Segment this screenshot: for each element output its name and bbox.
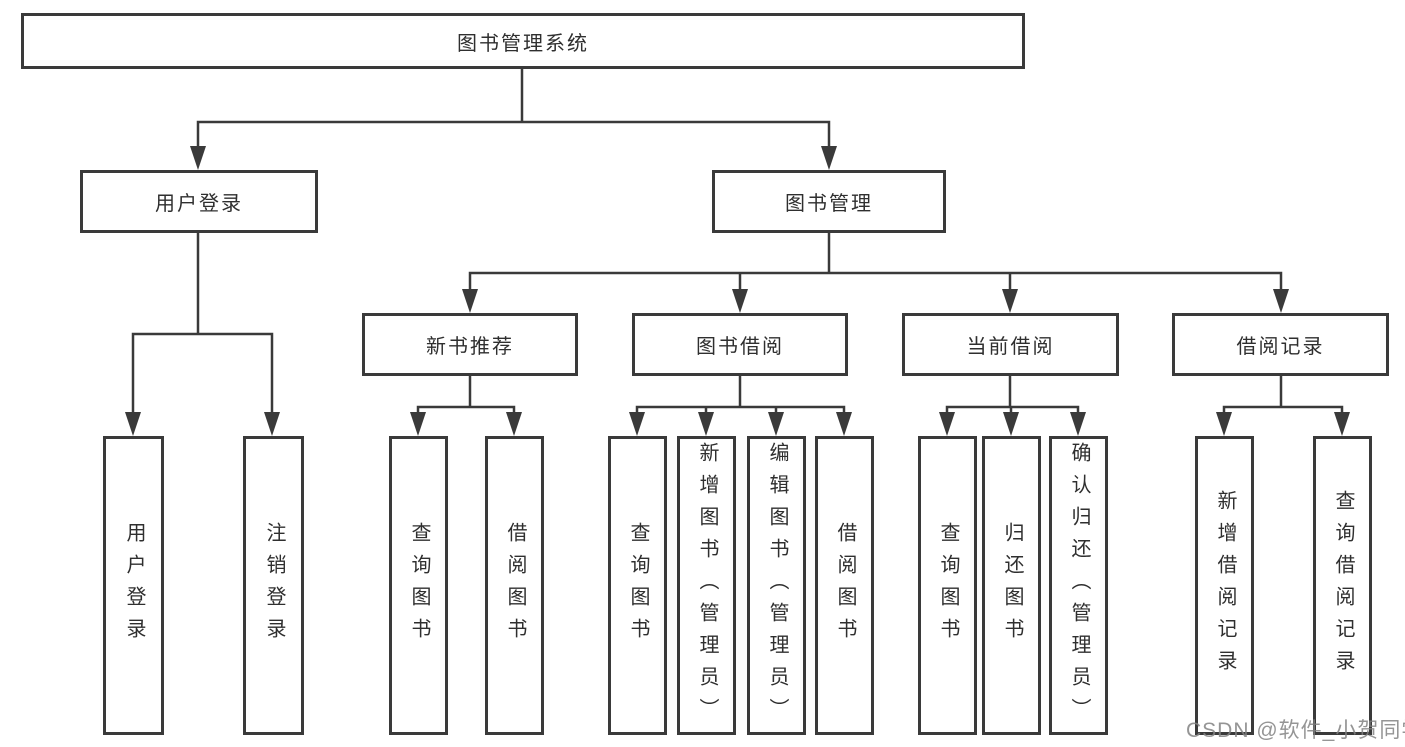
node-label: 图书管理 bbox=[785, 193, 873, 215]
watermark: CSDN @软件_小贺同学 bbox=[1186, 719, 1405, 742]
node-book-borrow: 图书借阅 bbox=[632, 313, 848, 376]
node-label: 借阅图书 bbox=[834, 521, 856, 650]
leaf-borrow-books-recommend: 借阅图书 bbox=[485, 436, 544, 735]
leaf-query-borrow-record: 查询借阅记录 bbox=[1313, 436, 1372, 735]
node-label: 查询图书 bbox=[627, 521, 649, 650]
node-label: 借阅图书 bbox=[504, 521, 526, 650]
leaf-edit-books-admin: 编辑图书（管理员） bbox=[747, 436, 806, 735]
node-label: 查询图书 bbox=[408, 521, 430, 650]
node-label: 借阅记录 bbox=[1236, 336, 1325, 358]
leaf-add-borrow-record: 新增借阅记录 bbox=[1195, 436, 1254, 735]
node-label: 编辑图书（管理员） bbox=[766, 441, 788, 730]
node-label: 新增借阅记录 bbox=[1214, 489, 1236, 682]
node-label: 图书管理系统 bbox=[457, 32, 589, 55]
node-borrow-records: 借阅记录 bbox=[1172, 313, 1389, 376]
node-new-book-recommend: 新书推荐 bbox=[362, 313, 578, 376]
node-label: 确认归还（管理员） bbox=[1068, 441, 1090, 730]
node-book-management: 图书管理 bbox=[712, 170, 946, 233]
node-label: 注销登录 bbox=[263, 521, 285, 650]
node-label: 用户登录 bbox=[123, 521, 145, 650]
node-current-borrow: 当前借阅 bbox=[902, 313, 1119, 376]
leaf-logout: 注销登录 bbox=[243, 436, 304, 735]
leaf-confirm-return-admin: 确认归还（管理员） bbox=[1049, 436, 1108, 735]
leaf-query-books-recommend: 查询图书 bbox=[389, 436, 448, 735]
leaf-user-login: 用户登录 bbox=[103, 436, 164, 735]
node-label: 查询图书 bbox=[937, 521, 959, 650]
leaf-return-books: 归还图书 bbox=[982, 436, 1041, 735]
leaf-borrow-books: 借阅图书 bbox=[815, 436, 874, 735]
leaf-query-books-borrow: 查询图书 bbox=[608, 436, 667, 735]
node-label: 图书借阅 bbox=[696, 336, 784, 358]
node-user-login: 用户登录 bbox=[80, 170, 318, 233]
node-label: 查询借阅记录 bbox=[1332, 489, 1354, 682]
leaf-add-books-admin: 新增图书（管理员） bbox=[677, 436, 736, 735]
node-label: 新增图书（管理员） bbox=[696, 441, 718, 730]
node-label: 当前借阅 bbox=[966, 336, 1055, 358]
node-label: 新书推荐 bbox=[426, 336, 514, 358]
node-label: 归还图书 bbox=[1001, 521, 1023, 650]
node-root-system: 图书管理系统 bbox=[21, 13, 1025, 69]
node-label: 用户登录 bbox=[155, 193, 243, 215]
leaf-query-books-current: 查询图书 bbox=[918, 436, 977, 735]
